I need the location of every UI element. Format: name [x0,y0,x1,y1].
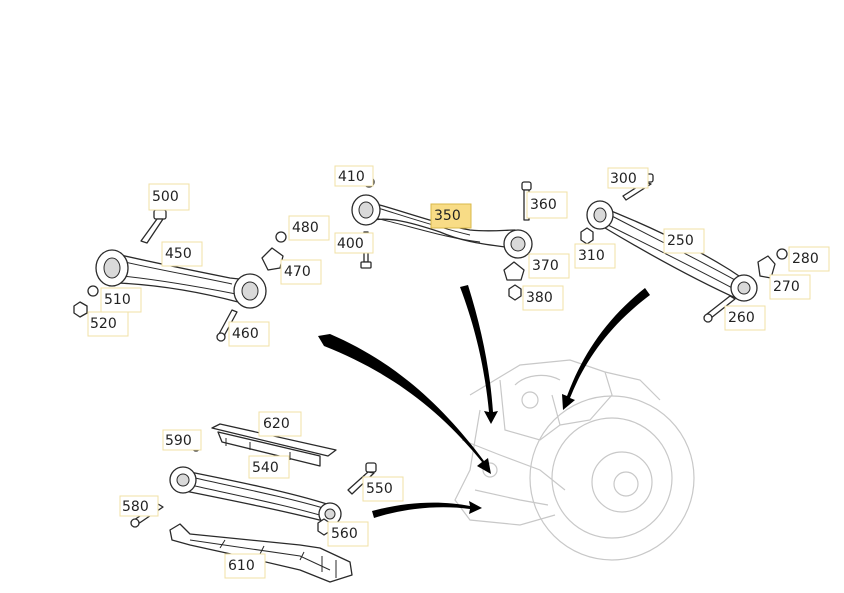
svg-text:360: 360 [530,197,557,213]
callout-500[interactable]: 500 [148,183,190,211]
bolt-460[interactable] [216,309,238,342]
eccentric-washer-270[interactable] [757,255,776,279]
callout-590[interactable]: 590 [162,429,202,451]
svg-text:280: 280 [792,251,819,267]
washer-280[interactable] [776,248,788,260]
washer-510[interactable] [87,285,99,297]
arrow-250-to-assembly [562,288,650,410]
svg-text:250: 250 [667,233,694,249]
svg-text:260: 260 [728,310,755,326]
callout-260[interactable]: 260 [724,305,766,331]
svg-text:460: 460 [232,326,259,342]
svg-text:520: 520 [90,316,117,332]
cover-strip-620[interactable] [211,423,337,467]
svg-text:410: 410 [338,169,365,185]
callout-400[interactable]: 400 [334,232,374,254]
eccentric-washer-370[interactable] [503,261,525,281]
callout-310[interactable]: 310 [574,243,616,269]
callout-370[interactable]: 370 [528,253,570,279]
callout-460[interactable]: 460 [228,321,270,347]
bolt-500[interactable] [140,209,167,244]
callout-610[interactable]: 610 [224,553,266,579]
callout-250[interactable]: 250 [663,228,705,254]
callout-540[interactable]: 540 [248,455,290,479]
svg-text:310: 310 [578,248,605,264]
callout-580[interactable]: 580 [119,495,159,517]
svg-text:480: 480 [292,220,319,236]
svg-text:540: 540 [252,460,279,476]
callout-480[interactable]: 480 [288,215,330,241]
wheel-carrier-assembly-ghost [454,359,695,561]
svg-text:450: 450 [165,246,192,262]
arrow-540-to-assembly [372,501,482,518]
svg-text:350: 350 [434,208,461,224]
arrow-450-to-assembly [318,334,491,474]
callout-280[interactable]: 280 [788,246,830,272]
callout-380[interactable]: 380 [522,285,564,311]
callout-560[interactable]: 560 [327,521,369,547]
callout-270[interactable]: 270 [769,274,811,300]
eccentric-washer-470[interactable] [261,247,284,271]
svg-text:300: 300 [610,171,637,187]
callout-510[interactable]: 510 [100,287,142,313]
svg-text:560: 560 [331,526,358,542]
callout-450[interactable]: 450 [161,241,203,267]
callout-470[interactable]: 470 [280,259,322,285]
callout-360[interactable]: 360 [526,191,568,219]
control-arm-450[interactable] [95,249,267,309]
svg-text:620: 620 [263,416,290,432]
shield-610[interactable] [169,523,353,583]
nut-520[interactable] [73,301,88,318]
svg-text:580: 580 [122,499,149,515]
svg-text:610: 610 [228,558,255,574]
svg-text:500: 500 [152,189,179,205]
callout-300[interactable]: 300 [607,167,649,189]
svg-text:590: 590 [165,433,192,449]
arrow-350-to-assembly [460,285,498,424]
callout-350[interactable]: 350 [430,203,472,229]
svg-text:470: 470 [284,264,311,280]
svg-text:270: 270 [773,279,800,295]
assembly-arrows [318,285,650,518]
nut-310[interactable] [580,227,594,245]
svg-text:400: 400 [337,236,364,252]
nut-380[interactable] [508,284,522,301]
callout-550[interactable]: 550 [362,476,404,502]
callout-410[interactable]: 410 [334,165,374,187]
svg-text:380: 380 [526,290,553,306]
svg-text:370: 370 [532,258,559,274]
callout-620[interactable]: 620 [258,411,302,437]
svg-text:550: 550 [366,481,393,497]
bolt-260[interactable] [703,295,736,323]
washer-480[interactable] [275,231,287,243]
callout-520[interactable]: 520 [87,311,129,337]
svg-text:510: 510 [104,292,131,308]
